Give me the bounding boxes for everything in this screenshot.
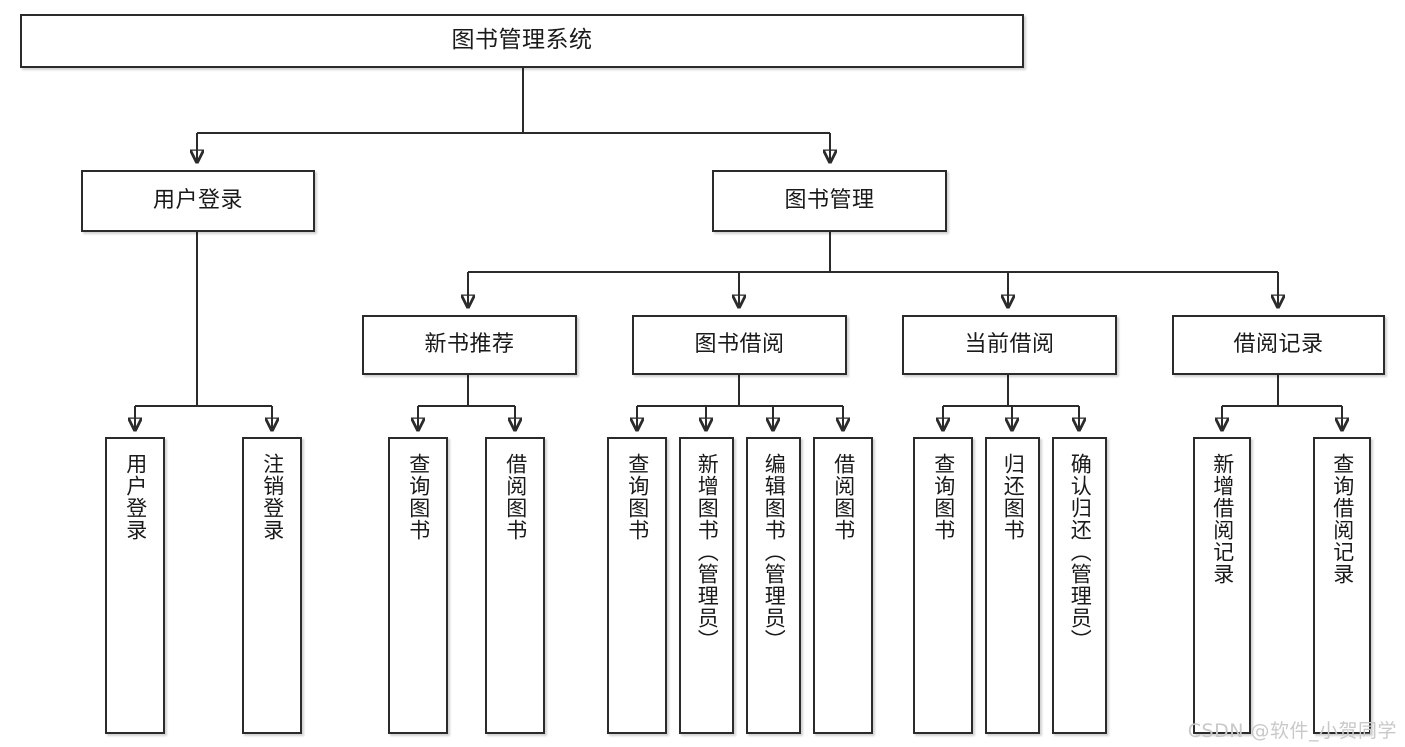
node-leaf-add-borrow-record-label: 新增借阅记录 (1210, 453, 1235, 585)
csdn-watermark: CSDN @软件_小贺同学 (1187, 720, 1397, 742)
node-leaf-logout[interactable]: 注销登录 (242, 437, 302, 734)
node-leaf-add-book-label: 新增图书（管理员） (695, 453, 720, 651)
node-current-borrow[interactable]: 当前借阅 (902, 315, 1117, 375)
node-current-borrow-label: 当前借阅 (964, 332, 1055, 358)
node-leaf-borrow-book-label: 借阅图书 (831, 453, 856, 541)
node-leaf-query-book-borrow-label: 查询图书 (625, 453, 650, 541)
node-leaf-edit-book-label: 编辑图书（管理员） (762, 453, 787, 651)
node-leaf-confirm-return[interactable]: 确认归还（管理员） (1052, 437, 1107, 734)
node-user-login-label: 用户登录 (152, 188, 243, 214)
node-leaf-logout-label: 注销登录 (260, 453, 285, 541)
node-leaf-user-login[interactable]: 用户登录 (105, 437, 165, 734)
node-leaf-borrow-book-recommend-label: 借阅图书 (503, 453, 528, 541)
node-leaf-query-borrow-record-label: 查询借阅记录 (1330, 453, 1355, 585)
node-book-management-label: 图书管理 (784, 188, 875, 214)
node-leaf-add-book[interactable]: 新增图书（管理员） (679, 437, 734, 734)
node-book-management[interactable]: 图书管理 (712, 170, 947, 232)
node-leaf-return-book-label: 归还图书 (1001, 453, 1026, 541)
node-borrow-record[interactable]: 借阅记录 (1172, 315, 1385, 375)
node-book-borrow-label: 图书借阅 (694, 332, 785, 358)
node-root[interactable]: 图书管理系统 (20, 14, 1024, 68)
node-leaf-borrow-book[interactable]: 借阅图书 (813, 437, 873, 734)
node-borrow-record-label: 借阅记录 (1233, 332, 1324, 358)
node-leaf-query-borrow-record[interactable]: 查询借阅记录 (1313, 437, 1371, 734)
node-new-book-recommend-label: 新书推荐 (424, 332, 515, 358)
node-leaf-query-book-current[interactable]: 查询图书 (913, 437, 973, 734)
node-leaf-confirm-return-label: 确认归还（管理员） (1068, 453, 1093, 651)
node-leaf-query-book-current-label: 查询图书 (931, 453, 956, 541)
node-new-book-recommend[interactable]: 新书推荐 (362, 315, 577, 375)
node-leaf-query-book-recommend[interactable]: 查询图书 (388, 437, 448, 734)
node-root-label: 图书管理系统 (451, 27, 593, 54)
node-user-login[interactable]: 用户登录 (81, 170, 315, 232)
node-leaf-return-book[interactable]: 归还图书 (985, 437, 1040, 734)
node-leaf-edit-book[interactable]: 编辑图书（管理员） (746, 437, 801, 734)
node-leaf-query-book-borrow[interactable]: 查询图书 (607, 437, 667, 734)
node-leaf-borrow-book-recommend[interactable]: 借阅图书 (485, 437, 545, 734)
node-book-borrow[interactable]: 图书借阅 (632, 315, 847, 375)
node-leaf-add-borrow-record[interactable]: 新增借阅记录 (1193, 437, 1251, 734)
node-leaf-user-login-label: 用户登录 (123, 453, 148, 541)
node-leaf-query-book-recommend-label: 查询图书 (406, 453, 431, 541)
